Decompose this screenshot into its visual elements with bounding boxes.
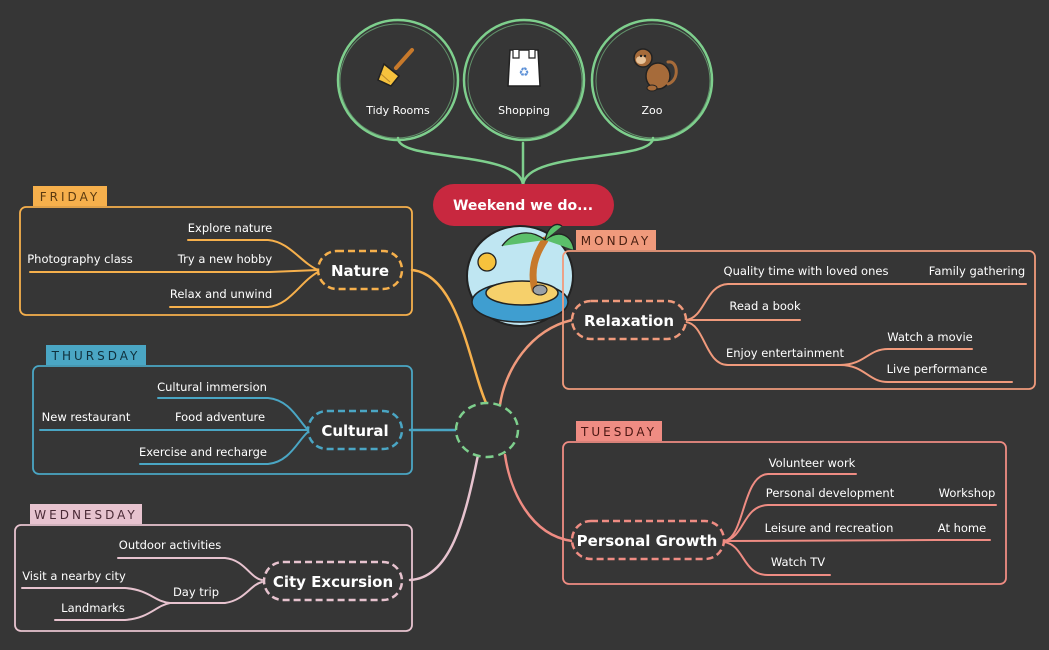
branch-connectors [408, 268, 574, 582]
thursday-tag: THURSDAY [51, 349, 141, 363]
wednesday-tag: WEDNESDAY [34, 508, 138, 522]
tuesday-group: TUESDAY Personal Growth Volunteer work P… [562, 421, 1007, 585]
top-topic-label: Shopping [498, 104, 550, 117]
leaf-leisure-recreation[interactable]: Leisure and recreation [765, 521, 894, 535]
leaf-food-adventure[interactable]: Food adventure [175, 410, 265, 424]
leaf-day-trip[interactable]: Day trip [173, 585, 219, 599]
leaf-at-home[interactable]: At home [938, 521, 986, 535]
leaf-try-new-hobby[interactable]: Try a new hobby [177, 252, 273, 266]
leaf-quality-time[interactable]: Quality time with loved ones [724, 264, 889, 278]
island-icon [466, 223, 575, 327]
monkey-icon [633, 48, 678, 92]
relaxation-category-node[interactable]: Relaxation [570, 299, 688, 341]
category-label: Relaxation [584, 312, 674, 330]
friday-group: FRIDAY Nature Explore nature Try a new h… [19, 186, 413, 316]
svg-text:♻: ♻ [519, 65, 530, 79]
broom-icon [377, 48, 414, 87]
thursday-group: THURSDAY Cultural Cultural immersion Foo… [32, 345, 413, 475]
monday-tag: MONDAY [581, 234, 651, 248]
leaf-visit-nearby-city[interactable]: Visit a nearby city [22, 569, 126, 583]
top-connectors [396, 136, 655, 187]
top-topic-tidy-rooms[interactable]: Tidy Rooms [336, 18, 460, 142]
wednesday-group: WEDNESDAY City Excursion Outdoor activit… [14, 504, 413, 632]
leaf-new-restaurant[interactable]: New restaurant [42, 410, 131, 424]
shopping-bag-icon: ♻ [507, 49, 541, 87]
tuesday-tag: TUESDAY [580, 425, 657, 439]
friday-tag: FRIDAY [40, 190, 100, 204]
top-topic-label: Tidy Rooms [365, 104, 430, 117]
leaf-live-performance[interactable]: Live performance [887, 362, 988, 376]
top-topic-zoo[interactable]: Zoo [590, 18, 714, 142]
leaf-explore-nature[interactable]: Explore nature [188, 221, 273, 235]
leaf-cultural-immersion[interactable]: Cultural immersion [157, 380, 267, 394]
root-node[interactable]: Weekend we do... [433, 184, 614, 226]
leaf-personal-development[interactable]: Personal development [766, 486, 895, 500]
nature-category-node[interactable]: Nature [316, 249, 404, 291]
top-topic-shopping[interactable]: ♻ Shopping [462, 18, 586, 142]
leaf-relax-unwind[interactable]: Relax and unwind [170, 287, 272, 301]
city-excursion-category-node[interactable]: City Excursion [262, 560, 404, 602]
leaf-enjoy-entertainment[interactable]: Enjoy entertainment [726, 346, 845, 360]
category-label: Cultural [321, 422, 388, 440]
personal-growth-category-node[interactable]: Personal Growth [570, 519, 726, 561]
leaf-volunteer-work[interactable]: Volunteer work [769, 456, 856, 470]
category-label: City Excursion [273, 573, 393, 591]
category-label: Nature [331, 262, 389, 280]
root-label: Weekend we do... [453, 198, 593, 214]
leaf-photography-class[interactable]: Photography class [27, 252, 132, 266]
leaf-watch-tv[interactable]: Watch TV [771, 555, 825, 569]
central-hub[interactable] [454, 401, 520, 459]
top-topic-label: Zoo [642, 104, 663, 117]
cultural-category-node[interactable]: Cultural [306, 409, 404, 451]
leaf-read-a-book[interactable]: Read a book [729, 299, 801, 313]
leaf-family-gathering[interactable]: Family gathering [929, 264, 1025, 278]
category-label: Personal Growth [577, 532, 718, 550]
monday-group: MONDAY Relaxation Quality time with love… [562, 230, 1036, 390]
leaf-watch-a-movie[interactable]: Watch a movie [887, 330, 972, 344]
leaf-exercise-recharge[interactable]: Exercise and recharge [139, 445, 267, 459]
leaf-workshop[interactable]: Workshop [939, 486, 996, 500]
leaf-landmarks[interactable]: Landmarks [61, 601, 125, 615]
leaf-outdoor-activities[interactable]: Outdoor activities [119, 538, 221, 552]
